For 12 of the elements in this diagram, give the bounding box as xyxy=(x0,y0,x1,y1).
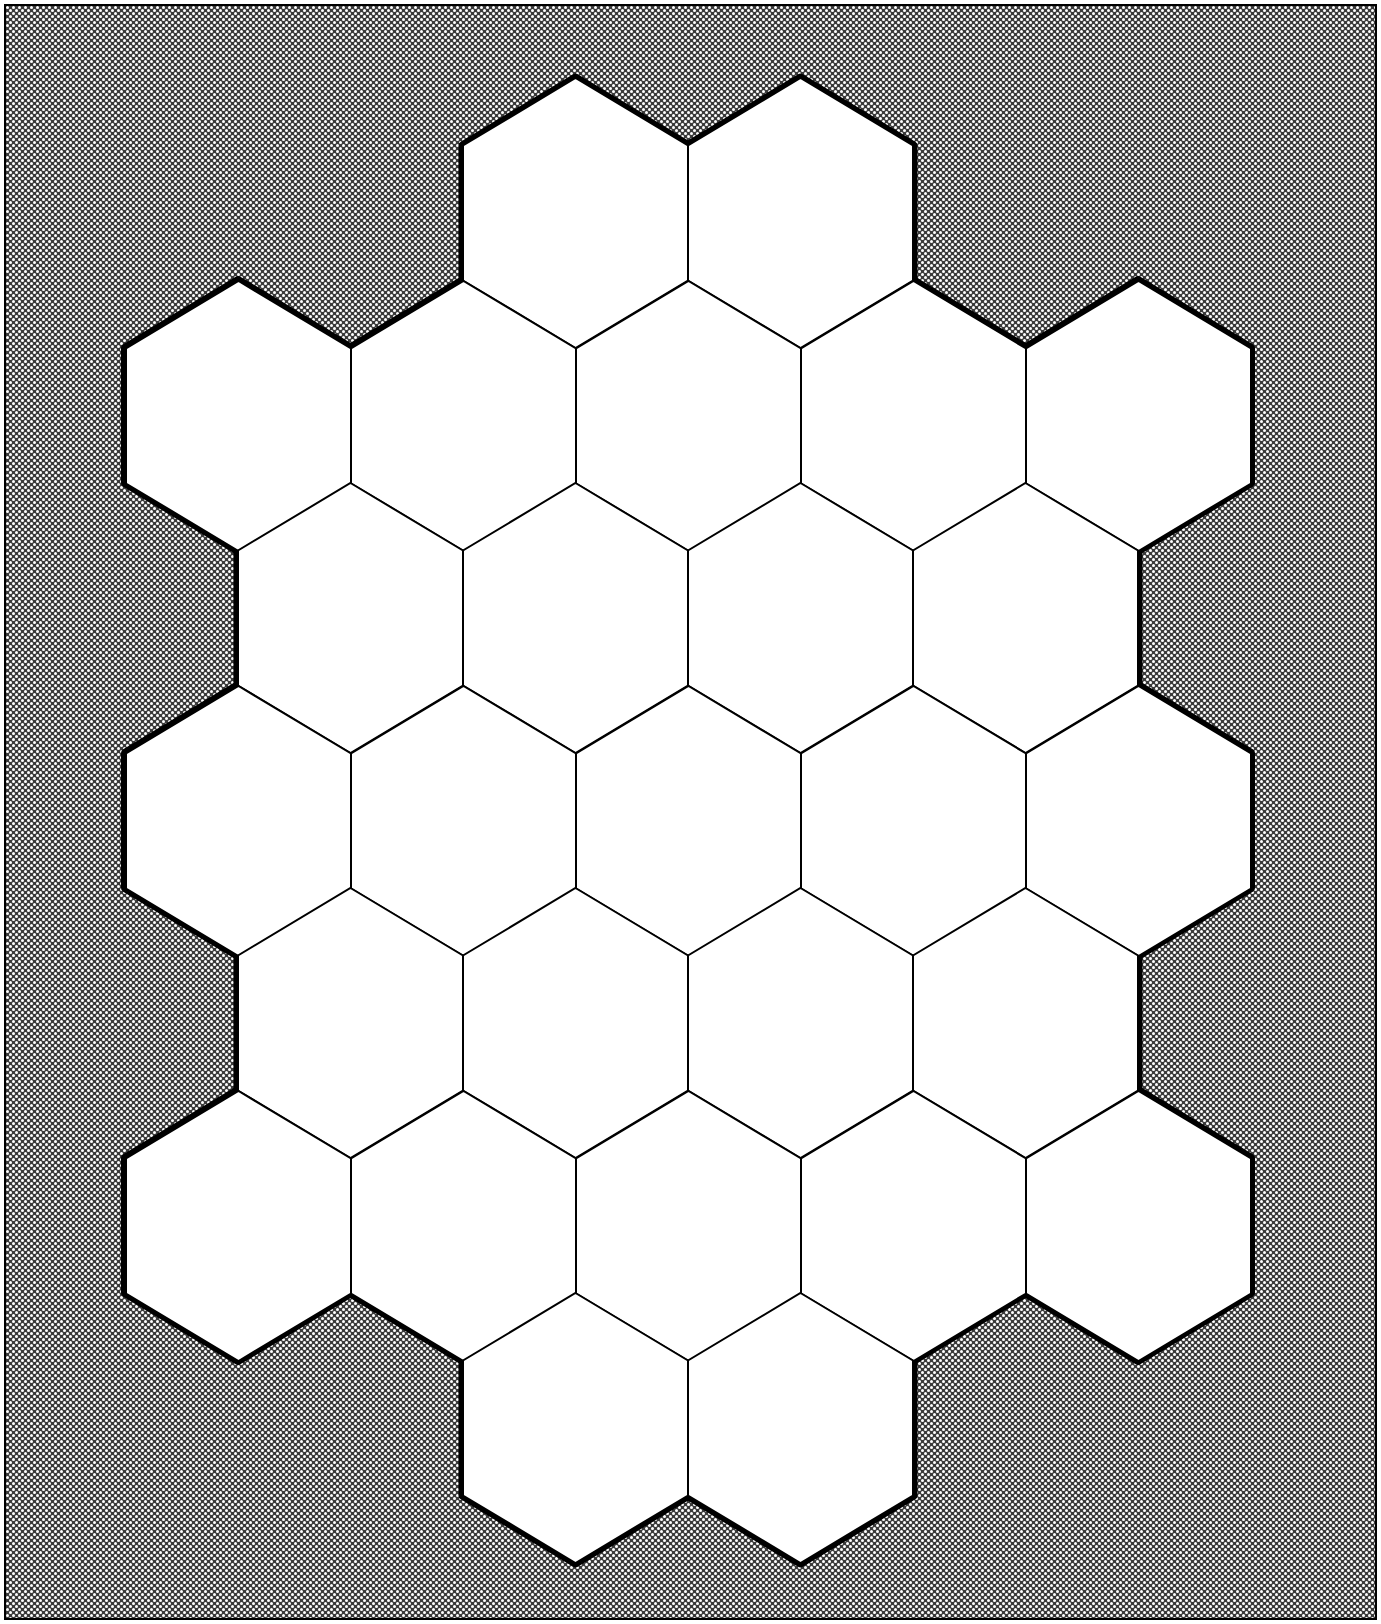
hexagon-cell xyxy=(686,76,915,350)
hexagon-cell xyxy=(461,76,690,350)
hexagon-cell xyxy=(911,886,1140,1160)
hexagon-cell xyxy=(236,481,465,755)
hexagon-cell xyxy=(686,886,915,1160)
hexagon-cell xyxy=(686,481,915,755)
hexagon-cell xyxy=(461,886,690,1160)
hexagon-cell xyxy=(236,886,465,1160)
hexagon-cell xyxy=(686,1291,915,1565)
hexagon-cell xyxy=(461,481,690,755)
hexagon-cell xyxy=(911,481,1140,755)
hexagon-cell xyxy=(461,1291,690,1565)
